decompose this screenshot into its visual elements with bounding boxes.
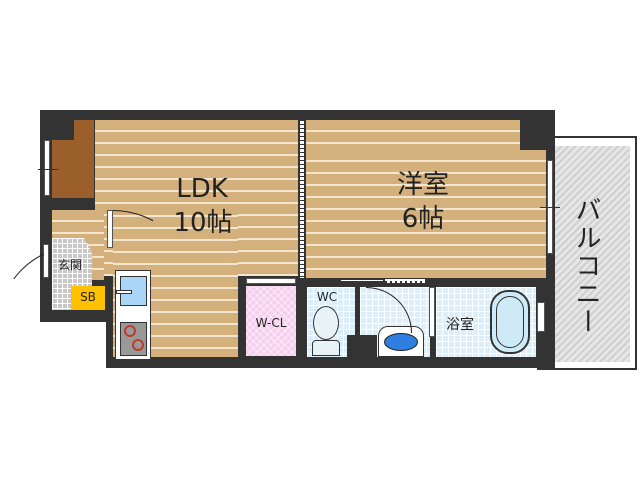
balcony [546,146,630,362]
burner-icon [124,325,136,337]
western-room-label: 洋室 [396,170,449,200]
shoe-box [71,286,105,310]
walk-in-closet-label: W-CL [255,316,287,330]
window-crosshair [540,207,560,208]
shoe-box-label: SB [80,290,96,304]
faucet-icon [116,290,132,294]
toilet-tank-icon [312,340,340,356]
ldk-size: 10帖 [173,208,233,238]
toilet-icon [313,306,339,340]
partition [340,279,384,282]
storage-window[interactable] [44,140,50,196]
ldk-label: LDK [176,174,228,204]
window-crosshair [38,169,58,170]
burner-icon [132,339,144,351]
entrance-label: 玄関 [57,258,82,272]
closet-door[interactable] [246,278,296,284]
western-room-floor [306,150,546,278]
ldk-door[interactable] [107,210,113,248]
toilet-label: WC [316,290,338,304]
storage-notch [52,120,74,140]
bathroom-label: 浴室 [446,317,474,333]
sliding-door-partition[interactable] [298,120,306,278]
wall-segment [347,335,377,357]
bathtub-inner [496,296,524,348]
outside-area [545,270,555,370]
outside-area [40,322,106,372]
bathroom-window[interactable] [537,302,545,332]
washroom-sliding-door[interactable] [384,278,426,284]
bathroom-door[interactable] [429,287,435,337]
walk-in-closet [246,286,296,356]
western-room-size: 6帖 [401,204,445,234]
basin-bowl [384,333,418,351]
balcony-label: バルコニー [571,196,601,336]
